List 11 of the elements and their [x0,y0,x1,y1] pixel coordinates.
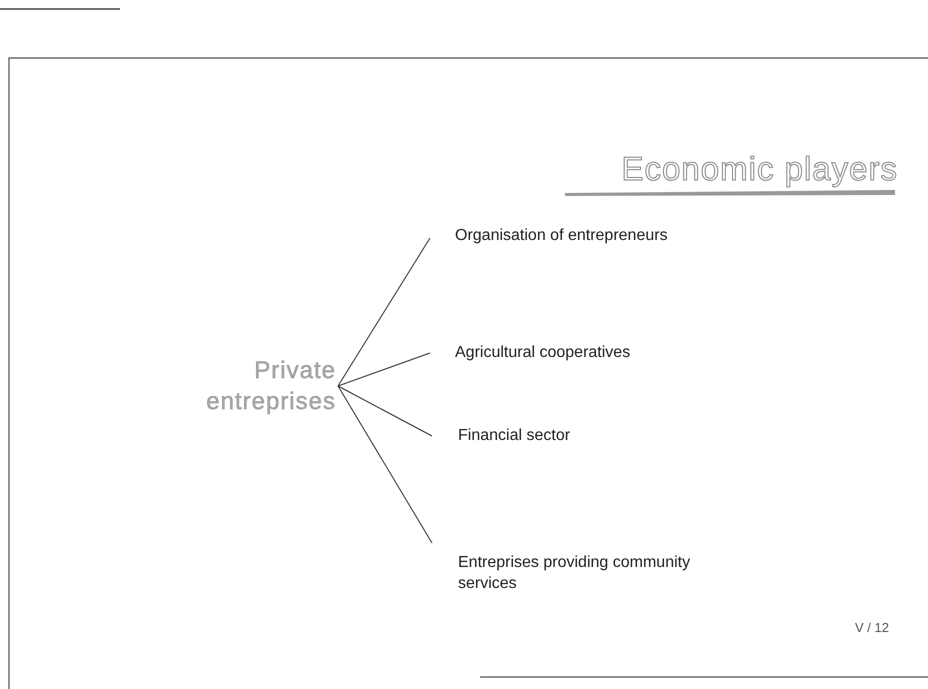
connector-line [338,386,432,436]
branch-text: Entreprises providing community services [458,553,692,594]
connector-line [338,238,430,386]
branch-text: Financial sector [458,426,570,446]
branch-text: Organisation of entrepreneurs [455,226,668,246]
page-number: V / 12 [855,620,889,635]
slide-title: Economic players [622,150,898,188]
branch-text: Agricultural cooperatives [455,343,630,363]
connector-line [338,386,432,544]
heading-text: Private entreprises [205,356,336,418]
connector-line [338,352,430,386]
